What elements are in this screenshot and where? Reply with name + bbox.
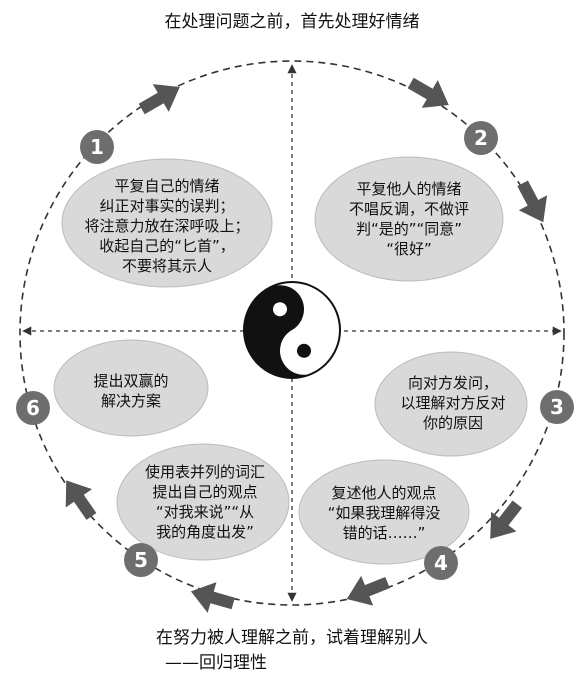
step-5-line: “对我来说”“从 bbox=[155, 503, 255, 521]
step-1-line: 纠正对事实的误判； bbox=[99, 197, 235, 215]
flow-arrow bbox=[65, 480, 97, 520]
step-2-line: “很好” bbox=[386, 240, 432, 258]
flow-arrow bbox=[346, 575, 390, 606]
step-number: 6 bbox=[26, 396, 40, 420]
step-badge-2: 2 bbox=[464, 121, 498, 155]
step-number: 4 bbox=[434, 551, 448, 575]
step-number: 2 bbox=[474, 126, 488, 150]
step-1-line: 平复自己的情绪 bbox=[114, 177, 220, 195]
step-number: 5 bbox=[134, 548, 148, 572]
step-badge-3: 3 bbox=[540, 390, 574, 424]
step-6-text: 提出双赢的 解决方案 bbox=[76, 371, 186, 411]
bottom-caption-line-1: 在努力被人理解之前，试着理解别人 bbox=[156, 628, 428, 648]
step-5-line: 我的角度出发” bbox=[156, 523, 254, 541]
step-5-line: 提出自己的观点 bbox=[152, 483, 258, 501]
oval-step-2 bbox=[314, 156, 504, 282]
step-3-line: 向对方发问， bbox=[407, 374, 498, 392]
oval-step-6 bbox=[53, 339, 209, 437]
flow-arrow bbox=[190, 582, 235, 613]
step-6-line: 提出双赢的 bbox=[93, 372, 169, 390]
step-5-text: 使用表并列的词汇 提出自己的观点 “对我来说”“从 我的角度出发” bbox=[130, 462, 280, 542]
step-1-line: 收起自己的“匕首”， bbox=[99, 237, 235, 255]
oval-step-3 bbox=[374, 351, 528, 457]
step-4-line: 复述他人的观点 bbox=[331, 484, 437, 502]
flow-arrow bbox=[407, 77, 449, 108]
bottom-caption-line-2: ——回归理性 bbox=[165, 653, 267, 673]
step-badge-5: 5 bbox=[124, 543, 158, 577]
top-title: 在处理问题之前，首先处理好情绪 bbox=[164, 12, 420, 32]
oval-step-4 bbox=[298, 459, 470, 565]
cycle-ring bbox=[19, 60, 565, 606]
flow-arrow bbox=[490, 500, 523, 539]
step-2-line: 平复他人的情绪 bbox=[356, 180, 462, 198]
step-number: 1 bbox=[90, 135, 104, 159]
yin-yang-icon bbox=[243, 281, 341, 379]
step-4-text: 复述他人的观点 “如果我理解得没 错的话……” bbox=[314, 483, 454, 543]
step-6-line: 解决方案 bbox=[100, 392, 161, 410]
step-3-line: 你的原因 bbox=[422, 414, 483, 432]
step-badge-4: 4 bbox=[424, 546, 458, 580]
step-1-line: 不要将其示人 bbox=[121, 257, 212, 275]
step-1-text: 平复自己的情绪 纠正对事实的误判； 将注意力放在深呼吸上； 收起自己的“匕首”，… bbox=[77, 176, 257, 276]
step-3-text: 向对方发问， 以理解对方反对 你的原因 bbox=[393, 373, 513, 433]
step-2-text: 平复他人的情绪 不唱反调，不做评 判“是的”“同意” “很好” bbox=[339, 179, 479, 259]
oval-step-5 bbox=[116, 443, 290, 561]
step-4-line: 错的话……” bbox=[342, 524, 426, 542]
step-badge-6: 6 bbox=[16, 391, 50, 425]
step-1-line: 将注意力放在深呼吸上； bbox=[84, 217, 250, 235]
flow-arrow bbox=[517, 180, 548, 223]
step-5-line: 使用表并列的词汇 bbox=[144, 463, 265, 481]
step-badge-1: 1 bbox=[80, 130, 114, 164]
step-number: 3 bbox=[550, 395, 564, 419]
step-2-line: 判“是的”“同意” bbox=[355, 220, 463, 238]
step-4-line: “如果我理解得没 bbox=[327, 504, 441, 522]
step-3-line: 以理解对方反对 bbox=[400, 394, 506, 412]
flow-arrow bbox=[138, 84, 180, 115]
cycle-arrows bbox=[65, 77, 548, 613]
oval-step-1 bbox=[61, 158, 273, 288]
step-2-line: 不唱反调，不做评 bbox=[348, 200, 469, 218]
